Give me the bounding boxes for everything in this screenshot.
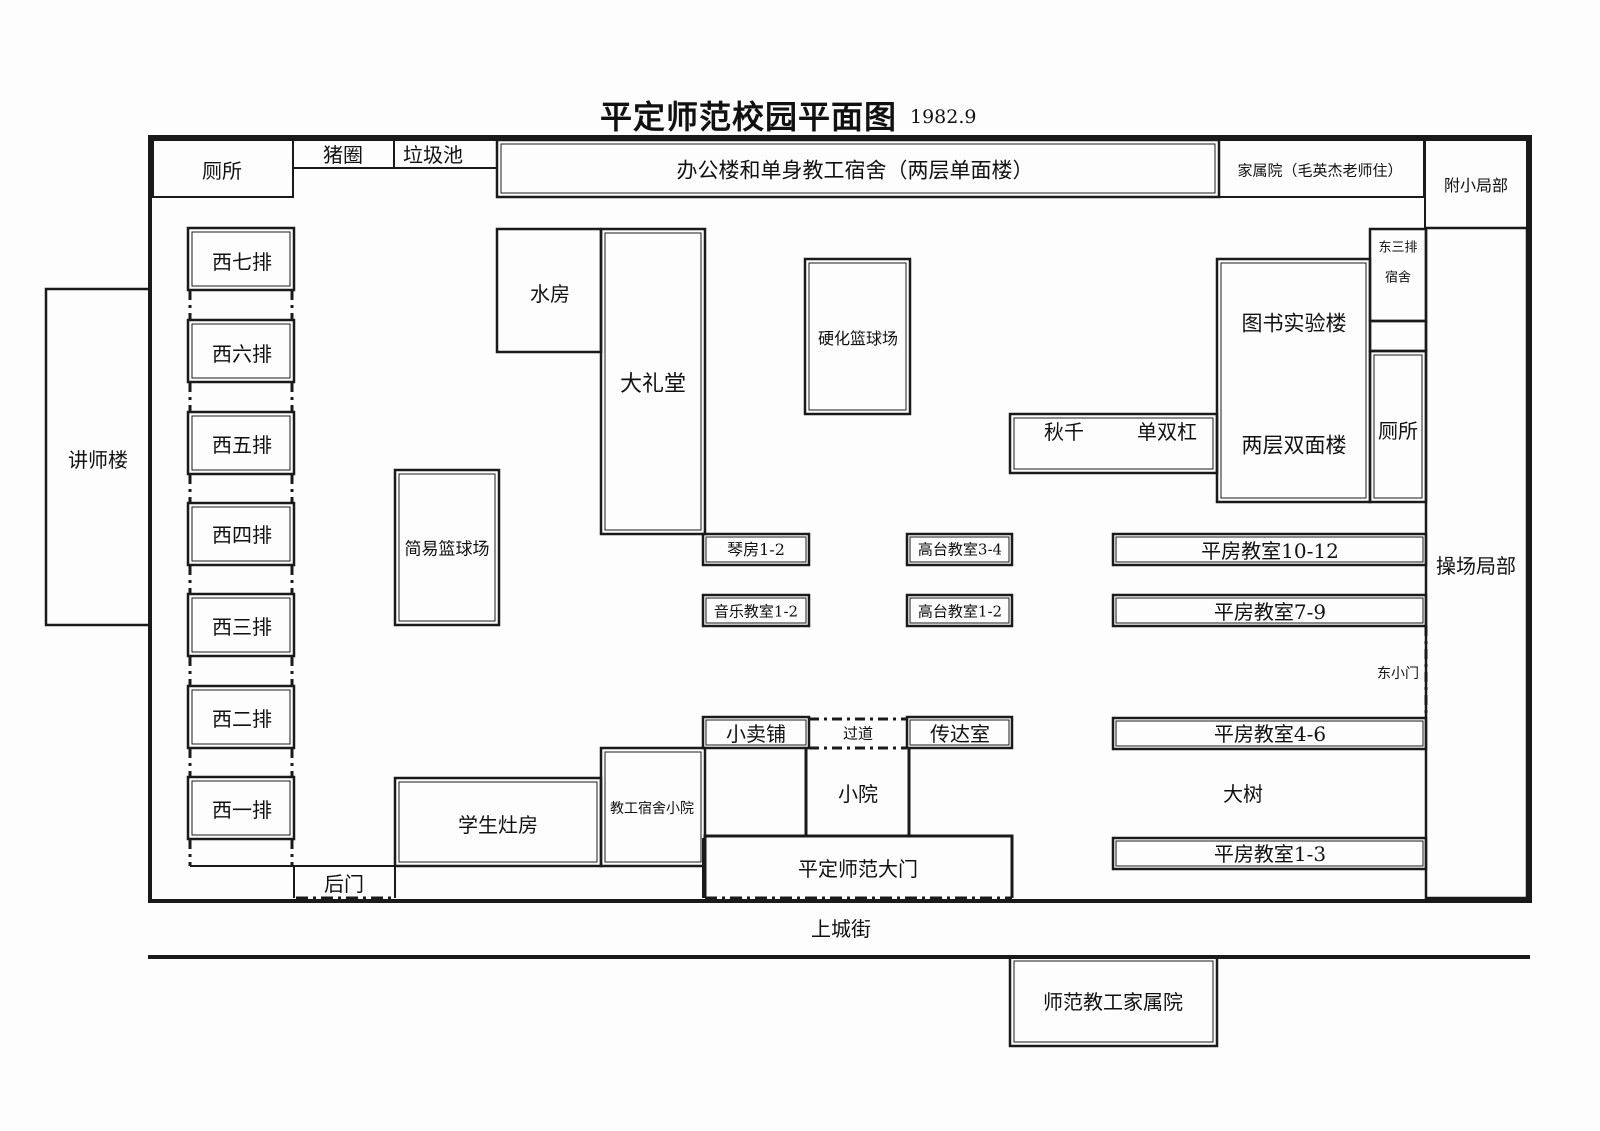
office-dorm-label: 办公楼和单身教工宿舍（两层单面楼） [676, 158, 1034, 183]
simple-court-shape [393, 468, 501, 627]
flat-class-79-label: 平房教室7-9 [1213, 600, 1327, 624]
west-row-dashed-walls [188, 290, 294, 866]
garbage-pool-label: 垃圾池 [403, 143, 463, 167]
back-gate-label: 后门 [324, 872, 364, 896]
flat-class-13-shape [1111, 836, 1428, 871]
piano-room-label: 琴房1-2 [727, 540, 785, 559]
playground-label: 操场局部 [1436, 554, 1516, 578]
reception-label: 传达室 [930, 722, 990, 746]
east-gate-label: 东小门 [1377, 666, 1419, 682]
west-row-7-shape [186, 226, 296, 292]
toilet-east-label: 厕所 [1378, 419, 1418, 443]
west-row-4-shape [186, 501, 296, 567]
high-class-12-shape [905, 593, 1014, 628]
shop-shape [701, 715, 811, 750]
west-row-1-shape [186, 775, 296, 841]
west-row-3-shape [186, 592, 296, 658]
water-room-label: 水房 [530, 282, 570, 306]
flat-class-13-label: 平房教室1-3 [1213, 842, 1327, 866]
east-row3-label: 东三排 [1378, 240, 1418, 256]
street-label: 上城街 [811, 917, 871, 941]
family-courtyard-label: 家属院（毛英杰老师住） [1237, 161, 1403, 180]
reception-shape [905, 715, 1014, 750]
library-lab-shape [1215, 257, 1372, 504]
staff-dorm-yard-shape [599, 746, 707, 868]
toilet-nw-label: 厕所 [202, 159, 242, 183]
flat-class-1012-label: 平房教室10-12 [1201, 539, 1339, 563]
passage-label: 过道 [842, 724, 874, 743]
west-row-6-shape [186, 318, 296, 384]
map-date: 1982.9 [910, 106, 977, 128]
affiliated-school-label: 附小局部 [1443, 176, 1509, 195]
student-kitchen-label: 学生灶房 [458, 813, 538, 837]
high-class-34-label: 高台教室3-4 [917, 540, 1003, 559]
east-strip-shape [1368, 319, 1428, 353]
west-row-2-label: 西二排 [212, 707, 272, 731]
map-title: 平定师范校园平面图 [600, 98, 898, 136]
west-row-2-shape [186, 684, 296, 750]
west-row-3-label: 西三排 [212, 615, 272, 639]
swing-label: 秋千 [1044, 420, 1084, 444]
main-gate-label: 平定师范大门 [798, 857, 918, 881]
staff-dorm-yard-label: 教工宿舍小院 [610, 801, 694, 817]
lecturer-building-label: 讲师楼 [68, 448, 128, 472]
simple-court-label: 简易篮球场 [404, 539, 490, 560]
two-storey-label: 两层双面楼 [1241, 433, 1347, 458]
music-class-label: 音乐教室1-2 [713, 602, 799, 621]
west-row-7-label: 西七排 [212, 250, 272, 274]
high-class-34-shape [905, 532, 1014, 567]
flat-class-46-shape [1111, 716, 1428, 751]
shop-label: 小卖铺 [726, 722, 786, 746]
lecturer-building-shape [44, 287, 152, 627]
flat-class-46-label: 平房教室4-6 [1213, 722, 1327, 746]
piano-room-shape [701, 532, 811, 567]
pigsty-label: 猪圈 [323, 143, 363, 167]
west-row-4-label: 西四排 [212, 523, 272, 547]
big-tree-label: 大树 [1223, 782, 1263, 806]
staff-family-housing-label: 师范教工家属院 [1043, 990, 1183, 1014]
small-yard-label: 小院 [838, 782, 878, 806]
flat-class-1012-shape [1111, 532, 1428, 567]
bars-label: 单双杠 [1137, 420, 1197, 444]
hard-court-label: 硬化篮球场 [817, 329, 899, 348]
west-row-5-shape [186, 410, 296, 476]
west-row-1-label: 西一排 [212, 798, 272, 822]
main-gate-enclosure [703, 834, 1014, 898]
auditorium-shape [599, 227, 707, 536]
office-dorm-inner [500, 143, 1216, 194]
auditorium-label: 大礼堂 [619, 372, 687, 397]
west-row-5-label: 西五排 [212, 433, 272, 457]
library-lab-label: 图书实验楼 [1241, 311, 1347, 336]
music-class-shape [701, 593, 811, 628]
west-rows [186, 226, 296, 841]
east-row3-dorm-label: 宿舍 [1384, 270, 1412, 286]
flat-class-79-shape [1111, 593, 1428, 628]
high-class-12-label: 高台教室1-2 [917, 602, 1003, 621]
west-row-6-label: 西六排 [212, 342, 272, 366]
hard-court-shape [803, 257, 912, 416]
staff-family-housing-shape [1008, 955, 1219, 1048]
